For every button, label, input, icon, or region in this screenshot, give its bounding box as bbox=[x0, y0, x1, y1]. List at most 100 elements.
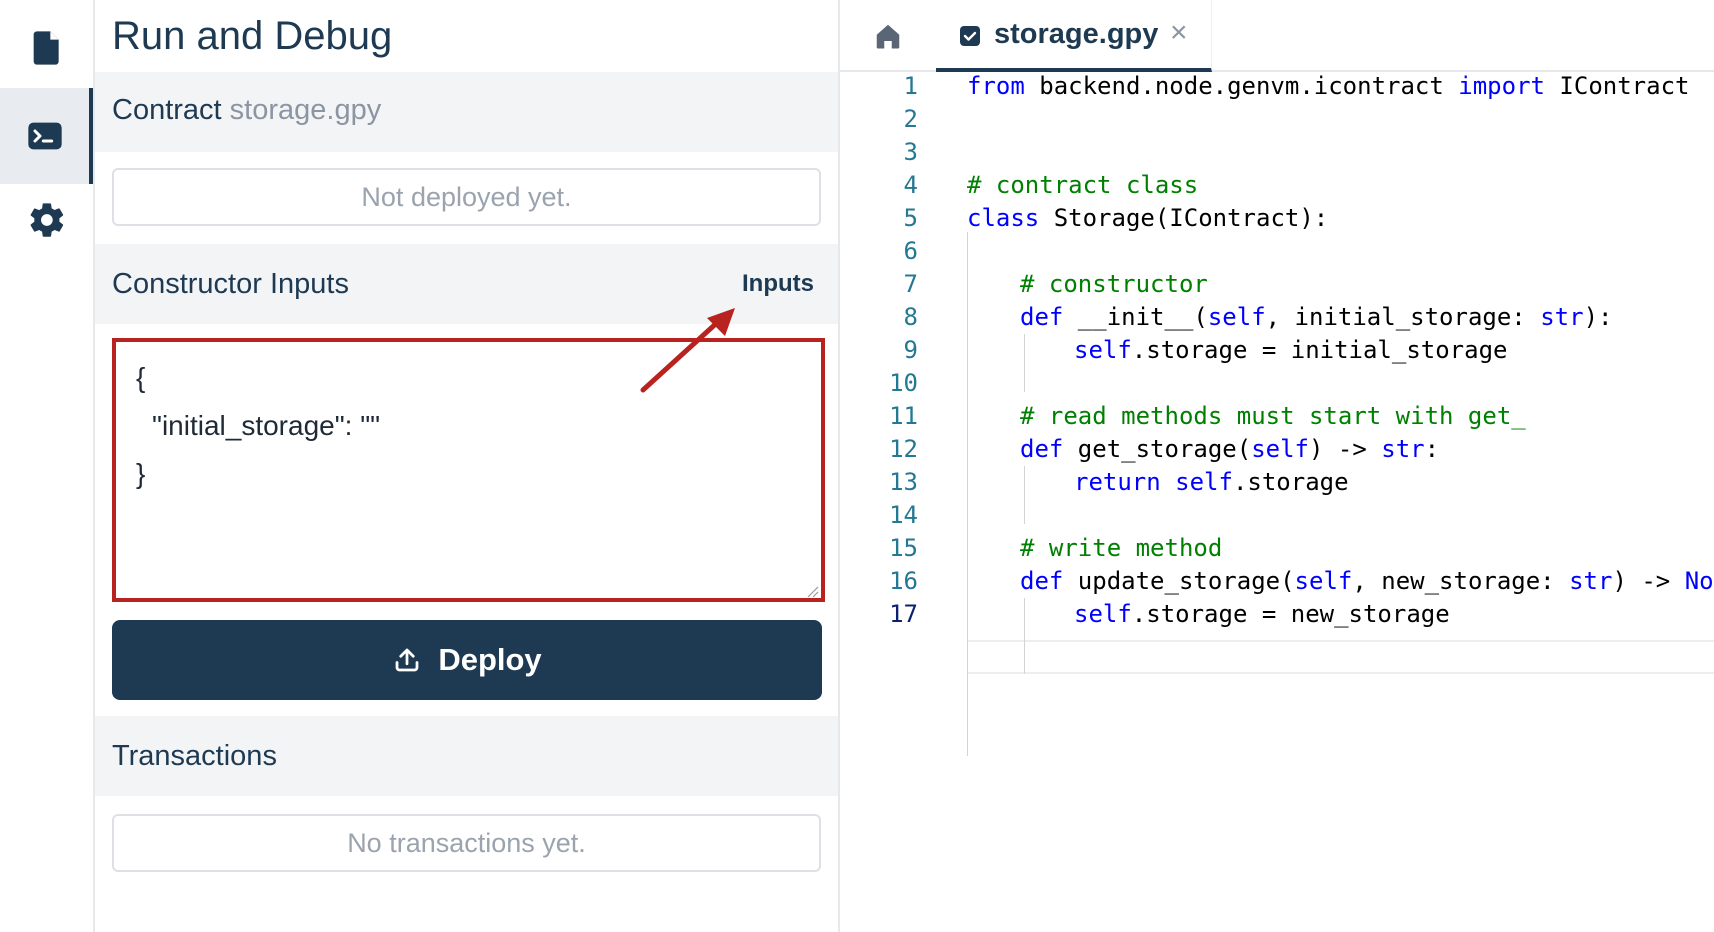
contract-section-header: Contract storage.gpy bbox=[95, 72, 838, 152]
code-line-15: # write method bbox=[1020, 534, 1223, 562]
contract-name: storage.gpy bbox=[229, 94, 382, 126]
indent-guide bbox=[967, 232, 968, 756]
code-token: get_storage( bbox=[1063, 435, 1252, 463]
line-number: 1 bbox=[903, 72, 918, 100]
code-token: self bbox=[1294, 567, 1353, 595]
home-icon bbox=[876, 24, 900, 49]
deploy-button-label: Deploy bbox=[438, 642, 542, 677]
editor-tab-bar: storage.gpy × bbox=[840, 0, 1714, 72]
code-token: self bbox=[1074, 600, 1132, 628]
close-icon[interactable]: × bbox=[1170, 16, 1188, 49]
code-token: ): bbox=[1583, 303, 1613, 331]
indent-guide bbox=[1024, 598, 1025, 674]
line-number-current: 17 bbox=[889, 600, 918, 628]
line-number: 14 bbox=[889, 501, 918, 529]
tab-filename: storage.gpy bbox=[994, 18, 1159, 50]
code-token: , new_storage: bbox=[1352, 567, 1570, 595]
code-token: : bbox=[1424, 435, 1440, 463]
line-number: 15 bbox=[889, 534, 918, 562]
code-token: def bbox=[1020, 303, 1064, 331]
code-token: .storage = initial_storage bbox=[1131, 336, 1508, 364]
line-number: 12 bbox=[889, 435, 918, 463]
constructor-label: Constructor Inputs bbox=[112, 268, 349, 300]
code-token: def bbox=[1020, 435, 1064, 463]
line-number: 6 bbox=[903, 237, 918, 265]
line-number: 11 bbox=[889, 402, 918, 430]
transactions-label: Transactions bbox=[112, 740, 277, 772]
json-line-3: } bbox=[136, 458, 146, 489]
deploy-button[interactable]: Deploy bbox=[112, 620, 822, 700]
gear-icon bbox=[30, 203, 63, 237]
code-token: str bbox=[1569, 567, 1613, 595]
code-line-9: self.storage = initial_storage bbox=[1074, 336, 1507, 364]
code-line-7: # constructor bbox=[1020, 270, 1208, 298]
code-line-17: self.storage = new_storage bbox=[1074, 600, 1450, 628]
code-token: No bbox=[1684, 567, 1714, 595]
code-line-16: def update_storage(self, new_storage: st… bbox=[1020, 567, 1714, 595]
file-icon bbox=[33, 31, 59, 65]
line-number: 4 bbox=[903, 171, 918, 199]
code-token: update_storage( bbox=[1063, 567, 1295, 595]
code-editor[interactable]: 1 2 3 4 5 6 7 8 9 10 11 12 13 14 15 16 1… bbox=[840, 72, 1714, 932]
contract-heading: Contract storage.gpy bbox=[112, 94, 381, 127]
code-token bbox=[1161, 468, 1175, 496]
line-number: 5 bbox=[903, 204, 918, 232]
line-number: 9 bbox=[903, 336, 918, 364]
code-token: import bbox=[1458, 72, 1545, 100]
code-token: self bbox=[1175, 468, 1233, 496]
resize-grip-icon[interactable] bbox=[805, 584, 819, 598]
run-debug-panel: Run and Debug Contract storage.gpy Not d… bbox=[95, 0, 840, 932]
code-line-13: return self.storage bbox=[1074, 468, 1349, 496]
code-token: str bbox=[1381, 435, 1425, 463]
line-number: 10 bbox=[889, 369, 918, 397]
activity-bar bbox=[0, 0, 95, 932]
code-token: IContract bbox=[1544, 72, 1690, 100]
code-line-5: class Storage(IContract): bbox=[967, 204, 1328, 232]
code-line-4: # contract class bbox=[967, 171, 1199, 199]
code-line-8: def __init__(self, initial_storage: str)… bbox=[1020, 303, 1612, 331]
file-check-icon bbox=[960, 26, 980, 46]
line-number: 3 bbox=[903, 138, 918, 166]
code-token: .storage = new_storage bbox=[1131, 600, 1450, 628]
code-token: class bbox=[967, 204, 1040, 232]
code-token: .storage bbox=[1232, 468, 1349, 496]
code-token: from bbox=[967, 72, 1025, 100]
panel-title: Run and Debug bbox=[112, 14, 393, 58]
tab-storage-gpy[interactable]: storage.gpy × bbox=[936, 0, 1212, 72]
run-debug-button[interactable] bbox=[0, 88, 93, 184]
constructor-section-header: Constructor Inputs bbox=[95, 244, 838, 324]
transactions-status-box: No transactions yet. bbox=[112, 814, 821, 872]
terminal-icon bbox=[27, 122, 62, 150]
code-token: self bbox=[1251, 435, 1309, 463]
constructor-inputs-editor[interactable]: { "initial_storage": "" } bbox=[112, 338, 825, 602]
upload-icon bbox=[395, 648, 419, 672]
code-token: return bbox=[1074, 468, 1161, 496]
indent-guide bbox=[1024, 334, 1025, 392]
line-number: 2 bbox=[903, 105, 918, 133]
line-number: 8 bbox=[903, 303, 918, 331]
line-number: 16 bbox=[889, 567, 918, 595]
code-token: self bbox=[1207, 303, 1266, 331]
code-line-12: def get_storage(self) -> str: bbox=[1020, 435, 1439, 463]
code-token: self bbox=[1074, 336, 1132, 364]
explorer-button[interactable] bbox=[0, 0, 93, 96]
annotation-arrow-icon bbox=[640, 308, 735, 393]
line-number: 7 bbox=[903, 270, 918, 298]
code-line-11: # read methods must start with get_ bbox=[1020, 402, 1526, 430]
transactions-section-header: Transactions bbox=[95, 716, 838, 796]
code-token: ) -> bbox=[1309, 435, 1382, 463]
code-token: backend.node.genvm.icontract bbox=[1024, 72, 1459, 100]
contract-label: Contract bbox=[112, 94, 222, 126]
json-line-1: { bbox=[136, 362, 146, 393]
code-token: ) -> bbox=[1612, 567, 1685, 595]
code-line-1: from backend.node.genvm.icontract import… bbox=[967, 72, 1689, 100]
code-token: , initial_storage: bbox=[1265, 303, 1541, 331]
inputs-toggle-link[interactable]: Inputs bbox=[742, 270, 814, 297]
indent-guide bbox=[1024, 466, 1025, 524]
json-line-2: "initial_storage": "" bbox=[152, 410, 381, 441]
line-number: 13 bbox=[889, 468, 918, 496]
code-token: Storage(IContract): bbox=[1039, 204, 1329, 232]
code-token: def bbox=[1020, 567, 1064, 595]
settings-button[interactable] bbox=[0, 172, 93, 268]
home-tab[interactable] bbox=[840, 0, 937, 72]
